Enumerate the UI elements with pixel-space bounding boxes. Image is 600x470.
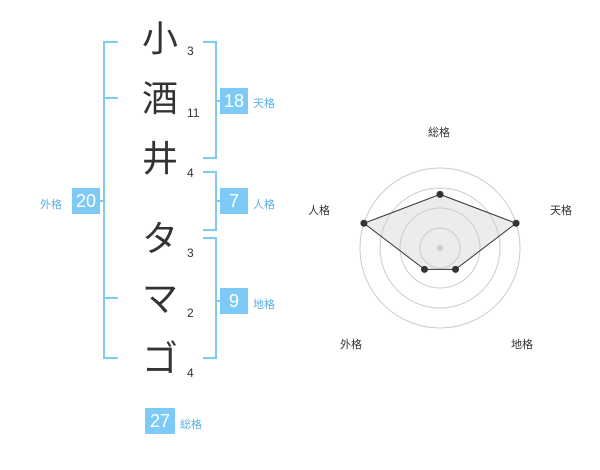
radar-label-soukaku: 総格 bbox=[428, 126, 450, 139]
radar-polygon bbox=[362, 193, 518, 270]
radar-point-2 bbox=[512, 219, 520, 227]
radar-point-3 bbox=[452, 265, 460, 273]
radar-label-jinkaku: 人格 bbox=[308, 204, 330, 217]
stroke-count-2: 11 bbox=[187, 106, 200, 120]
radar-point-4 bbox=[420, 265, 428, 273]
radar-center bbox=[437, 245, 443, 251]
name-char-6: ゴ bbox=[141, 339, 178, 380]
chikaku-label: 地格 bbox=[253, 298, 275, 311]
soukaku-value: 27 bbox=[145, 408, 175, 434]
jinkaku-label: 人格 bbox=[253, 198, 275, 211]
gaikaku-value: 20 bbox=[72, 188, 100, 214]
name-char-5: マ bbox=[141, 279, 178, 320]
stroke-count-3: 4 bbox=[187, 166, 194, 180]
jinkaku-value: 7 bbox=[220, 188, 248, 214]
radar-label-tenkaku: 天格 bbox=[550, 204, 572, 217]
radar-point-1 bbox=[436, 190, 444, 198]
radar-label-chikaku: 地格 bbox=[511, 338, 533, 351]
radar-ring-1 bbox=[419, 227, 461, 269]
stroke-count-6: 4 bbox=[187, 366, 194, 380]
name-char-3: 井 bbox=[141, 139, 178, 180]
radar-ring-3 bbox=[379, 187, 501, 309]
tenkaku-value: 18 bbox=[220, 88, 248, 114]
name-char-4: タ bbox=[141, 219, 178, 260]
radar-point-5 bbox=[360, 219, 368, 227]
radar-ring-2 bbox=[399, 207, 481, 289]
stroke-count-4: 3 bbox=[187, 246, 194, 260]
name-char-2: 酒 bbox=[141, 79, 178, 120]
stroke-count-1: 3 bbox=[187, 44, 194, 58]
stroke-count-5: 2 bbox=[187, 306, 194, 320]
radar-ring-4 bbox=[359, 167, 521, 329]
tenkaku-label: 天格 bbox=[253, 97, 275, 110]
chikaku-value: 9 bbox=[220, 288, 248, 314]
gaikaku-label: 外格 bbox=[40, 198, 62, 211]
soukaku-label: 総格 bbox=[180, 418, 202, 431]
name-char-1: 小 bbox=[141, 19, 178, 60]
radar-label-gaikaku: 外格 bbox=[340, 338, 362, 351]
